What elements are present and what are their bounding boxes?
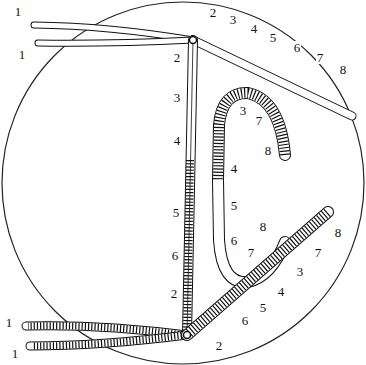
segment-number: 2 <box>173 51 182 64</box>
chromosome-arm <box>34 25 193 43</box>
segment-number: 1 <box>5 316 14 329</box>
segment-number: 7 <box>247 246 256 259</box>
segment-number: 6 <box>171 249 180 262</box>
segment-number: 4 <box>173 134 182 147</box>
segment-number: 3 <box>296 265 305 278</box>
segment-number: 4 <box>250 22 259 35</box>
segment-number: 5 <box>172 206 181 219</box>
segment-number: 8 <box>339 63 348 76</box>
segment-number: 1 <box>11 347 20 360</box>
segment-number: 3 <box>239 104 248 117</box>
segment-number: 4 <box>277 285 286 298</box>
segment-number: 7 <box>255 114 264 127</box>
segment-number: 4 <box>230 162 239 175</box>
segment-number: 8 <box>264 144 273 157</box>
segment-number: 2 <box>215 339 224 352</box>
segment-number: 6 <box>241 314 250 327</box>
segment-number: 2 <box>209 6 218 19</box>
segment-number: 8 <box>259 220 268 233</box>
segment-number: 5 <box>259 301 268 314</box>
centromere <box>190 37 197 44</box>
segment-number: 7 <box>314 246 323 259</box>
segment-number: 6 <box>293 41 302 54</box>
segment-number: 6 <box>230 234 239 247</box>
segment-number: 8 <box>334 226 343 239</box>
segment-number: 7 <box>316 51 325 64</box>
chromosome-arm <box>187 40 193 335</box>
centromere <box>184 332 191 339</box>
segment-number: 1 <box>14 5 23 18</box>
segment-number: 3 <box>173 91 182 104</box>
segment-number: 1 <box>18 48 27 61</box>
segment-number: 2 <box>170 287 179 300</box>
chromosome-arm <box>187 212 328 335</box>
segment-number: 3 <box>229 13 238 26</box>
segment-number: 5 <box>269 31 278 44</box>
segment-number: 5 <box>230 199 239 212</box>
chromosome-arm <box>26 326 187 346</box>
